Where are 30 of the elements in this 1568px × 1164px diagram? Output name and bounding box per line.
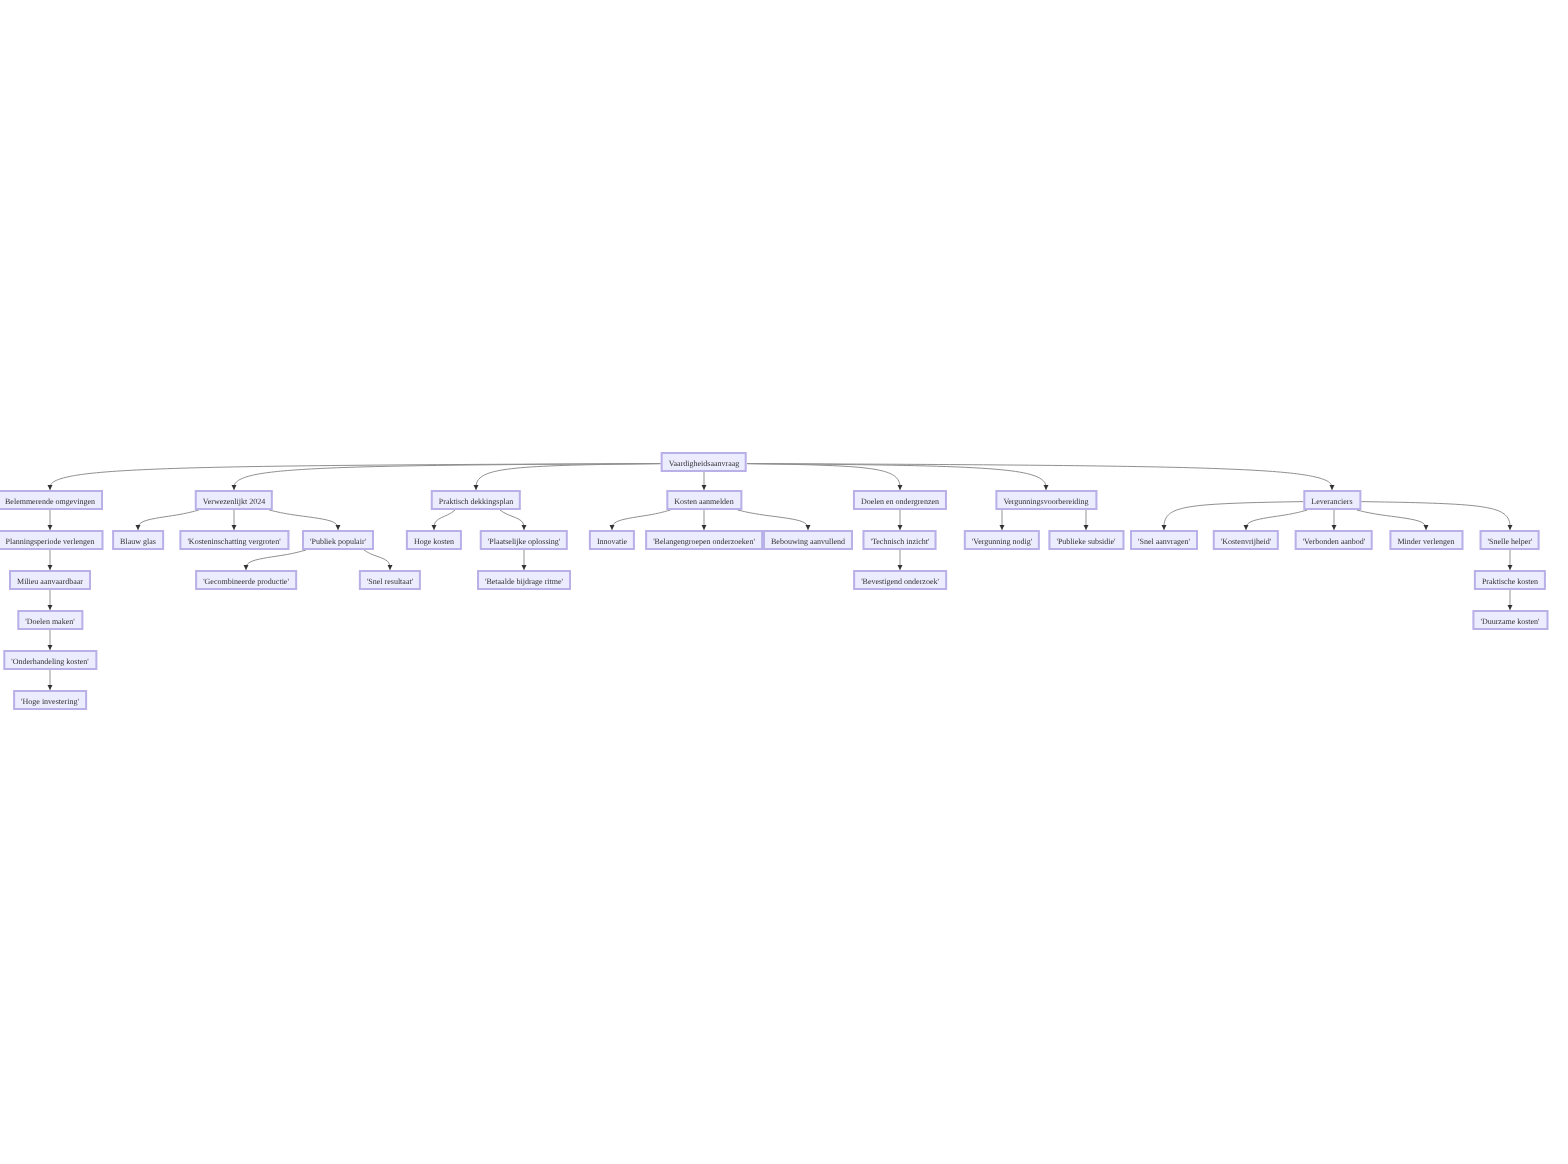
arrow [268, 509, 341, 531]
arrow [746, 463, 1335, 491]
arrow [737, 509, 811, 531]
arrow [609, 509, 671, 531]
arrow [999, 509, 1005, 531]
arrow [521, 549, 527, 571]
arrow [1360, 501, 1513, 531]
arrow [1243, 509, 1308, 531]
arrow [231, 509, 237, 531]
arrow [1356, 509, 1429, 531]
arrow [47, 669, 53, 691]
arrow [1083, 509, 1089, 531]
arrow [47, 509, 53, 531]
arrow [897, 509, 903, 531]
arrow [243, 549, 307, 571]
arrow [135, 509, 200, 531]
arrow [47, 549, 53, 571]
arrow [473, 463, 662, 491]
arrow [1507, 549, 1513, 571]
arrow [47, 629, 53, 651]
arrow [1507, 589, 1513, 611]
arrow [499, 509, 527, 531]
arrow [701, 509, 707, 531]
arrow [1331, 509, 1337, 531]
arrow [1161, 501, 1304, 531]
arrow [363, 549, 393, 571]
arrow [701, 471, 707, 491]
arrow [431, 509, 456, 531]
arrow [897, 549, 903, 571]
arrow [47, 589, 53, 611]
